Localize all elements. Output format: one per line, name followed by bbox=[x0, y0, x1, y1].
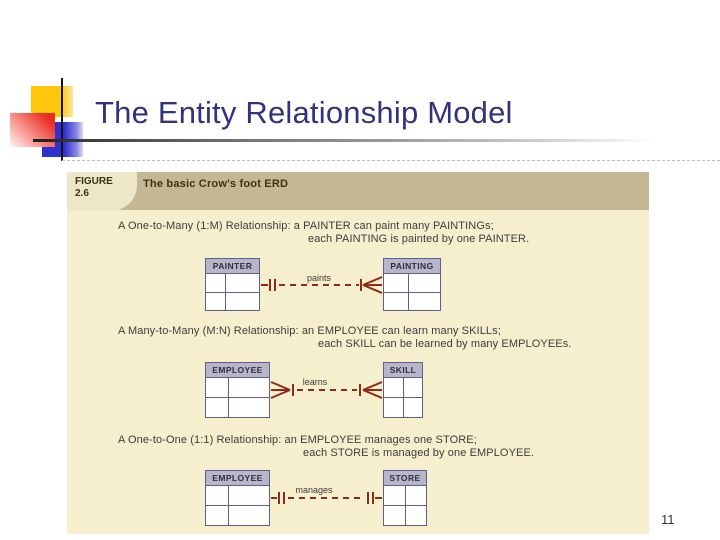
attribute-cell bbox=[384, 292, 408, 310]
entity-box-employee: EMPLOYEE bbox=[205, 362, 270, 418]
entity-attribute-grid bbox=[206, 378, 269, 417]
row2-description-line1: A Many-to-Many (M:N) Relationship: an EM… bbox=[118, 325, 501, 337]
row2-description-line2: each SKILL can be learned by many EMPLOY… bbox=[318, 338, 572, 350]
row3-description-line2: each STORE is managed by one EMPLOYEE. bbox=[303, 447, 535, 459]
entity-name-painter: PAINTER bbox=[206, 259, 259, 273]
entity-attribute-grid bbox=[206, 486, 269, 525]
entity-name-employee: EMPLOYEE bbox=[206, 363, 269, 377]
attribute-cell bbox=[384, 486, 405, 505]
relationship-line-many-to-many bbox=[270, 381, 383, 399]
entity-attribute-grid bbox=[384, 274, 440, 310]
attribute-cell bbox=[404, 398, 422, 417]
entity-box-store: STORE bbox=[383, 470, 427, 526]
figure-caption: The basic Crow's foot ERD bbox=[143, 178, 289, 190]
attribute-cell bbox=[404, 378, 422, 397]
relationship-verb-manages: manages bbox=[295, 485, 333, 495]
entity-attribute-grid bbox=[384, 486, 426, 525]
row3-description-line1: A One-to-One (1:1) Relationship: an EMPL… bbox=[118, 434, 477, 446]
attribute-cell bbox=[206, 398, 229, 417]
entity-name-employee: EMPLOYEE bbox=[206, 471, 269, 485]
attribute-cell bbox=[384, 378, 403, 397]
attribute-cell bbox=[408, 274, 440, 292]
entity-box-painter: PAINTER bbox=[205, 258, 260, 311]
entity-attribute-grid bbox=[206, 274, 259, 310]
attribute-cell bbox=[229, 506, 269, 525]
entity-name-skill: SKILL bbox=[384, 363, 422, 377]
attribute-cell bbox=[384, 274, 408, 292]
page-number: 11 bbox=[661, 512, 675, 527]
attribute-cell bbox=[226, 274, 259, 292]
figure-label: FIGURE 2.6 bbox=[67, 172, 137, 211]
attribute-cell bbox=[206, 486, 229, 505]
attribute-cell bbox=[229, 398, 269, 417]
row1-description-line2: each PAINTING is painted by one PAINTER. bbox=[308, 233, 530, 245]
relationship-line-one-to-many bbox=[261, 276, 383, 294]
attribute-cell bbox=[406, 506, 426, 525]
dotted-divider bbox=[62, 160, 720, 161]
attribute-cell bbox=[206, 378, 229, 397]
attribute-cell bbox=[384, 398, 403, 417]
attribute-cell bbox=[206, 292, 226, 310]
entity-attribute-grid bbox=[384, 378, 422, 417]
row1-description-line1: A One-to-Many (1:M) Relationship: a PAIN… bbox=[118, 220, 494, 232]
attribute-cell bbox=[229, 486, 269, 505]
figure-label-word: FIGURE bbox=[75, 176, 113, 187]
entity-box-employee-2: EMPLOYEE bbox=[205, 470, 270, 526]
decoration-yellow-square bbox=[31, 86, 73, 117]
relationship-verb-paints: paints bbox=[306, 273, 332, 283]
attribute-cell bbox=[206, 274, 226, 292]
attribute-cell bbox=[408, 292, 440, 310]
attribute-cell bbox=[226, 292, 259, 310]
entity-name-painting: PAINTING bbox=[384, 259, 440, 273]
relationship-verb-learns: learns bbox=[302, 377, 328, 387]
slide-title: The Entity Relationship Model bbox=[95, 95, 513, 130]
figure-panel: The basic Crow's foot ERD FIGURE 2.6 A O… bbox=[67, 172, 649, 534]
attribute-cell bbox=[229, 378, 269, 397]
relationship-line-one-to-one bbox=[271, 492, 382, 504]
attribute-cell bbox=[384, 506, 405, 525]
figure-label-number: 2.6 bbox=[75, 188, 89, 199]
attribute-cell bbox=[406, 486, 426, 505]
figure-header-band bbox=[67, 172, 649, 210]
title-underline bbox=[33, 139, 672, 142]
entity-name-store: STORE bbox=[384, 471, 426, 485]
entity-box-painting: PAINTING bbox=[383, 258, 441, 311]
entity-box-skill: SKILL bbox=[383, 362, 423, 418]
decoration-vertical-line bbox=[61, 78, 63, 161]
attribute-cell bbox=[206, 506, 229, 525]
